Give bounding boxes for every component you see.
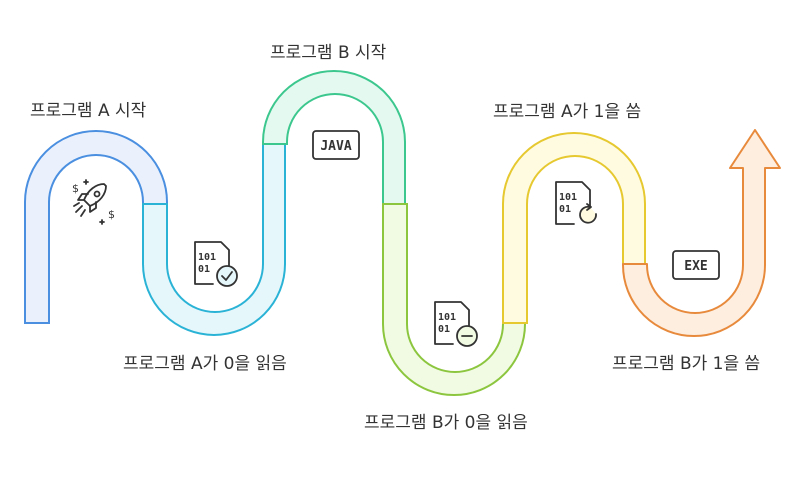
segment-shape xyxy=(262,70,406,205)
step-4-label: 프로그램 B가 0을 읽음 xyxy=(364,413,528,433)
path-segment-1 xyxy=(24,130,168,324)
path-segment-3 xyxy=(262,70,406,205)
java-badge-label: JAVA xyxy=(320,139,351,154)
java-badge-icon: JAVA xyxy=(312,130,360,160)
svg-text:01: 01 xyxy=(198,264,210,275)
file-minus-icon: 101 01 xyxy=(434,301,478,347)
svg-text:101: 101 xyxy=(559,192,577,203)
step-1-label: 프로그램 A 시작 xyxy=(30,101,147,121)
segment-shape xyxy=(24,130,168,324)
segment-shape xyxy=(502,132,646,324)
exe-badge-label: EXE xyxy=(684,259,707,274)
exe-badge-icon: EXE xyxy=(672,250,720,280)
path-segment-5 xyxy=(502,132,646,324)
step-5-label: 프로그램 A가 1을 씀 xyxy=(493,102,642,122)
segment-shape xyxy=(142,143,286,336)
svg-text:101: 101 xyxy=(198,252,216,263)
path-segment-2 xyxy=(142,143,286,336)
rocket-icon: $ $ xyxy=(72,179,115,225)
svg-text:101: 101 xyxy=(438,312,456,323)
svg-text:01: 01 xyxy=(438,324,450,335)
path-segment-6 xyxy=(622,129,781,337)
path-segment-4 xyxy=(382,203,526,396)
file-refresh-icon: 101 01 xyxy=(555,181,597,225)
svg-text:01: 01 xyxy=(559,204,571,215)
step-3-label: 프로그램 B 시작 xyxy=(270,43,387,63)
file-check-icon: 101 01 xyxy=(194,241,238,287)
segment-shape xyxy=(622,129,781,337)
svg-text:$: $ xyxy=(72,182,79,195)
step-6-label: 프로그램 B가 1을 씀 xyxy=(612,354,761,374)
svg-text:$: $ xyxy=(108,208,115,221)
step-2-label: 프로그램 A가 0을 읽음 xyxy=(123,354,287,374)
segment-shape xyxy=(382,203,526,396)
